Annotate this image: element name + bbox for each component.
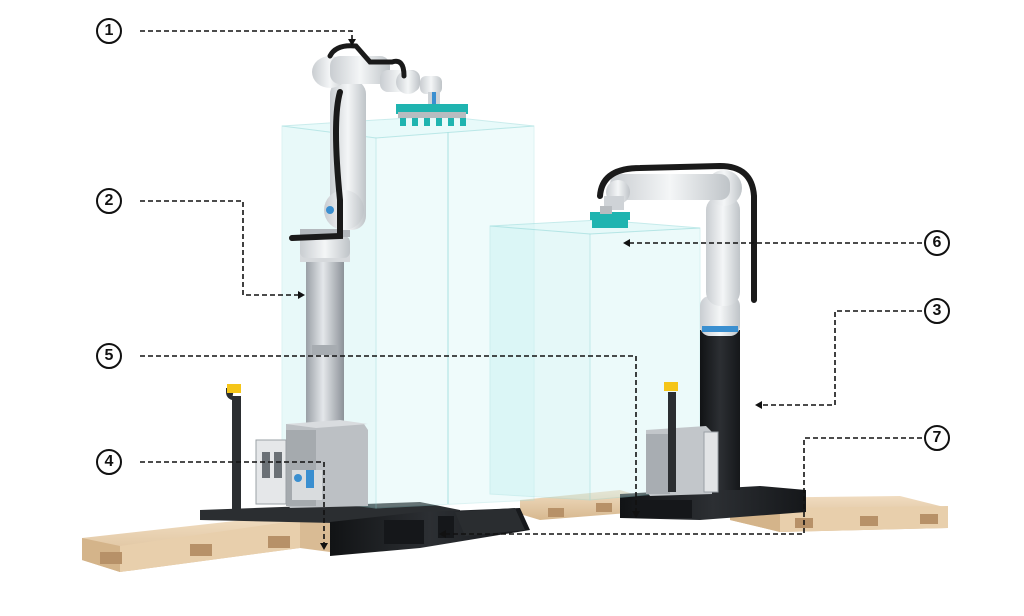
- center-pallet: [520, 490, 640, 520]
- right-gripper: [590, 206, 630, 228]
- callout-label: 1: [104, 22, 114, 39]
- left-lift-column: [300, 248, 350, 436]
- leader-line-5: [140, 355, 637, 512]
- callout-label: 5: [104, 347, 114, 364]
- leader-line-2: [140, 200, 298, 296]
- callout-4: 4: [96, 449, 122, 475]
- callout-5: 5: [96, 343, 122, 369]
- leader-line-3: [762, 310, 922, 406]
- right-control-box: [646, 426, 719, 496]
- right-robot-arm: [597, 162, 757, 336]
- callout-1: 1: [96, 18, 122, 44]
- callout-label: 7: [932, 429, 942, 446]
- leader-line-4: [140, 461, 325, 544]
- left-robot-arm: [289, 43, 442, 258]
- leader-arrowheads: [298, 39, 762, 550]
- callout-label: 2: [104, 192, 114, 209]
- left-beacon-post: [226, 384, 241, 512]
- callout-2: 2: [96, 188, 122, 214]
- left-pallet: [82, 518, 330, 572]
- right-beacon-post: [664, 382, 678, 492]
- callout-7: 7: [924, 425, 950, 451]
- left-base-plate: [200, 502, 530, 556]
- left-pneumatic-panel: [255, 439, 322, 505]
- callout-3: 3: [924, 298, 950, 324]
- callout-6: 6: [924, 230, 950, 256]
- leader-lines: [140, 30, 922, 544]
- leader-line-1: [140, 30, 353, 40]
- callout-label: 3: [932, 302, 942, 319]
- callout-label: 4: [104, 453, 114, 470]
- callout-label: 6: [932, 234, 942, 251]
- leader-line-7: [446, 437, 922, 535]
- left-gripper: [396, 104, 468, 126]
